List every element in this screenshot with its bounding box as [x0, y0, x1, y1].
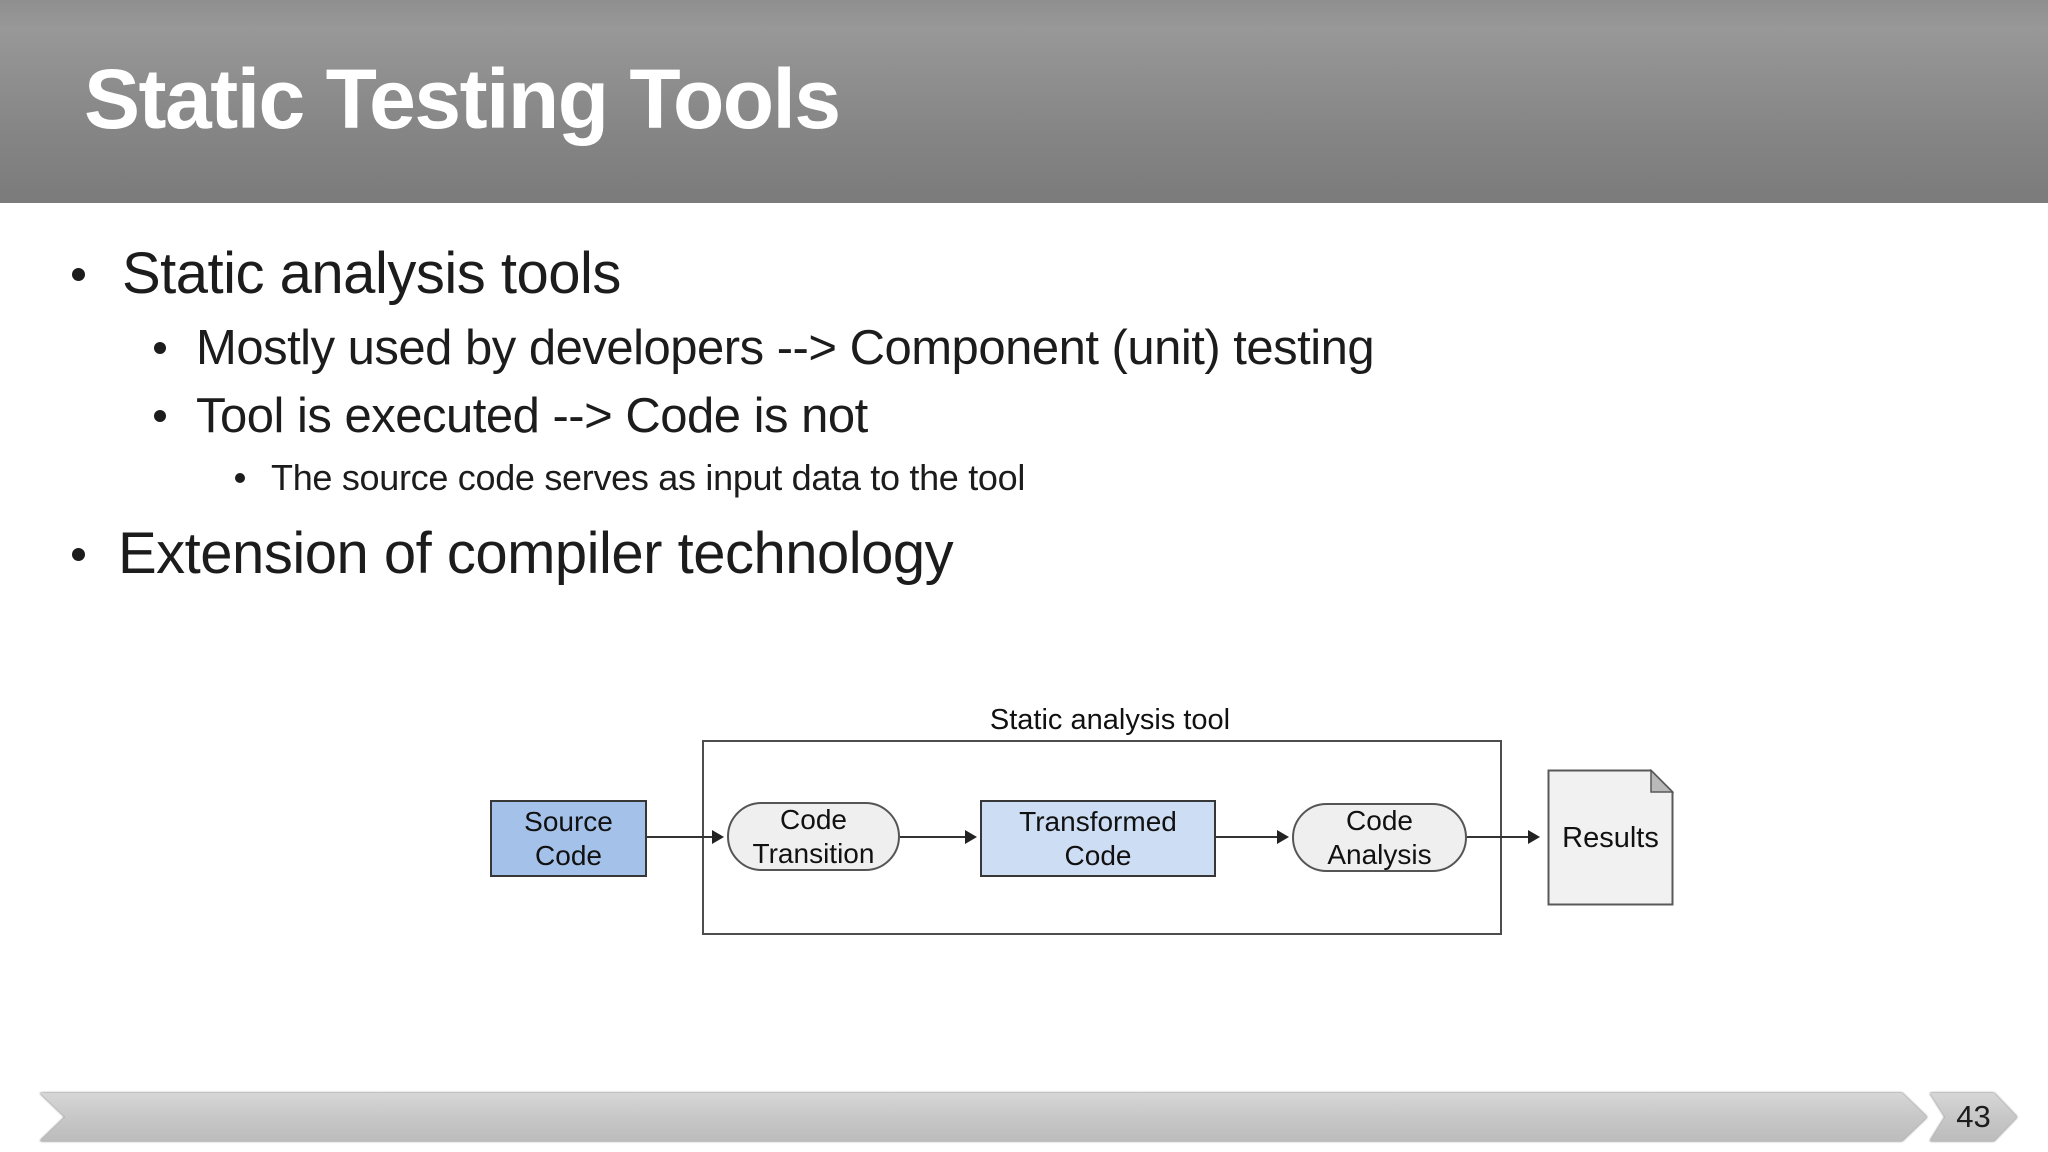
- bullet-dot: [154, 410, 166, 422]
- page-number-chip: 43: [1930, 1093, 2017, 1141]
- node-text: Analysis: [1327, 838, 1432, 870]
- bullet-level2: Mostly used by developers --> Component …: [154, 317, 1375, 379]
- diagram-caption: Static analysis tool: [989, 704, 1231, 736]
- page-number: 43: [1930, 1093, 2017, 1141]
- bullet-dot: [235, 473, 245, 483]
- arrow-source-to-transition: [647, 836, 713, 838]
- bullet-text: The source code serves as input data to …: [271, 457, 1026, 498]
- document-shape-icon: [1547, 769, 1674, 906]
- bullet-text: Tool is executed --> Code is not: [196, 389, 868, 443]
- node-code-analysis: Code Analysis: [1292, 803, 1467, 872]
- arrowhead-icon: [1277, 830, 1289, 844]
- bullet-dot: [154, 342, 166, 354]
- bullet-text: Static analysis tools: [122, 241, 621, 306]
- node-text: Results: [1562, 821, 1659, 854]
- node-text: Code: [780, 803, 847, 835]
- bullet-level3: The source code serves as input data to …: [235, 455, 1025, 501]
- node-text: Transition: [752, 837, 875, 869]
- bullet-text: Mostly used by developers --> Component …: [196, 321, 1375, 375]
- arrow-transformed-to-analysis: [1216, 836, 1278, 838]
- node-text: Source: [524, 805, 613, 837]
- node-text: Code: [535, 839, 602, 871]
- arrow-analysis-to-results: [1467, 836, 1528, 838]
- bullet-level1: Extension of compiler technology: [72, 518, 954, 590]
- arrowhead-icon: [712, 830, 724, 844]
- slide-title: Static Testing Tools: [84, 51, 841, 146]
- arrow-transition-to-transformed: [900, 836, 966, 838]
- bullet-level1: Static analysis tools: [72, 238, 621, 310]
- node-source-code: Source Code: [490, 800, 647, 877]
- footer-ribbon: [40, 1093, 1927, 1141]
- bullet-text: Extension of compiler technology: [118, 521, 954, 586]
- slide-header: Static Testing Tools: [0, 0, 2048, 203]
- bullet-dot: [72, 268, 85, 281]
- footer-ribbon-shape: [40, 1093, 1927, 1141]
- node-text: Code: [1346, 804, 1413, 836]
- node-code-transition: Code Transition: [727, 802, 900, 871]
- node-results-document: Results: [1547, 769, 1674, 906]
- bullet-dot: [72, 548, 85, 561]
- node-text: Code: [1064, 839, 1132, 871]
- bullet-level2: Tool is executed --> Code is not: [154, 385, 868, 447]
- arrowhead-icon: [1528, 830, 1540, 844]
- arrowhead-icon: [965, 830, 977, 844]
- node-transformed-code: Transformed Code: [980, 800, 1216, 877]
- node-text: Transformed: [1019, 805, 1177, 837]
